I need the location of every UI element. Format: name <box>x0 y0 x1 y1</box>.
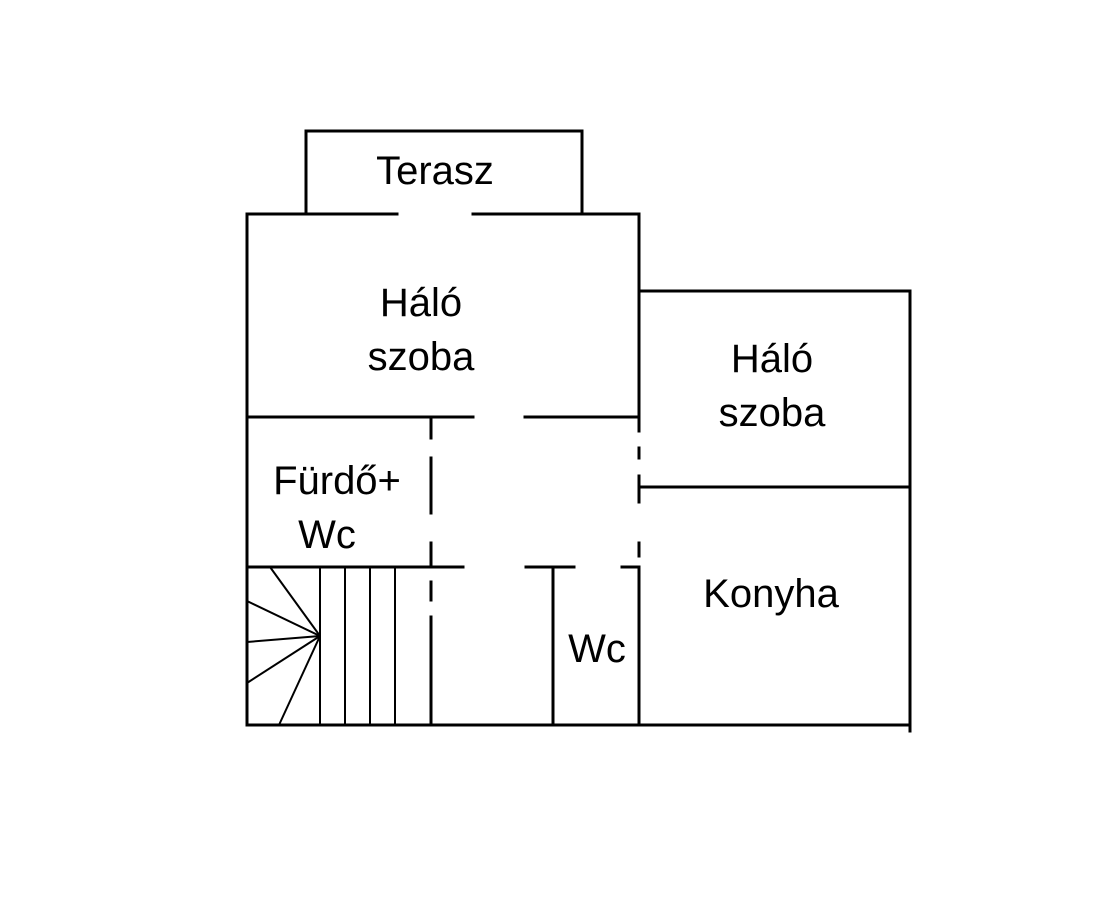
room-label-halo-2-line1: Háló <box>731 337 813 381</box>
room-label-halo-1-line1: Háló <box>380 281 462 325</box>
outer-walls <box>245 212 912 733</box>
room-label-halo-2-line2: szoba <box>719 391 826 435</box>
interior-walls <box>245 212 912 727</box>
staircase-icon <box>246 566 396 726</box>
room-label-furdo-line1: Fürdő+ <box>273 459 401 503</box>
terrace-outline <box>304 129 584 216</box>
room-label-wc: Wc <box>568 627 626 671</box>
room-label-furdo-line2: Wc <box>298 513 356 557</box>
room-label-terasz: Terasz <box>376 149 494 193</box>
room-label-halo-1-line2: szoba <box>368 335 475 379</box>
room-label-konyha: Konyha <box>703 572 839 616</box>
